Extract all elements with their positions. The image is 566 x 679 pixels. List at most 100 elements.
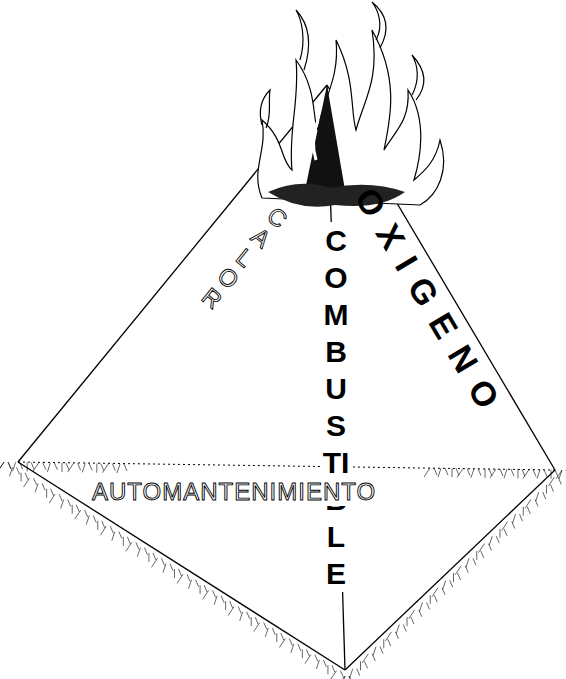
grass-tick: [276, 633, 277, 642]
grass-tick: [240, 612, 243, 621]
fuel-label: COMBUSTIBLE: [321, 222, 351, 592]
grass-tick: [31, 462, 34, 469]
grass-tick: [357, 669, 360, 676]
grass-tick: [350, 669, 353, 678]
grass-tick: [427, 602, 430, 609]
grass-tick: [452, 468, 453, 477]
back-edge: [18, 462, 555, 470]
grass-tick: [471, 469, 474, 478]
grass-tick: [340, 671, 343, 678]
grass-tick: [467, 469, 470, 476]
flames: [258, 2, 444, 205]
grass-tick: [93, 516, 96, 523]
grass-tick: [555, 470, 558, 477]
grass-tick: [323, 660, 326, 667]
grass-tick: [411, 617, 414, 624]
grass-tick: [34, 478, 37, 485]
grass-tick: [124, 464, 127, 471]
grass-tick: [349, 676, 352, 679]
grass-tick: [126, 542, 132, 551]
grass-tick: [221, 596, 224, 603]
grass-tick: [254, 623, 260, 632]
grass-tick: [546, 485, 547, 494]
grass-tick: [536, 492, 539, 501]
grass-tick: [76, 505, 79, 512]
grass-tick: [544, 470, 547, 477]
grass-tick: [59, 494, 62, 501]
grass-tick: [25, 473, 28, 480]
grass-tick: [89, 463, 92, 470]
grass-tick: [485, 469, 486, 478]
grass-tick: [136, 542, 139, 549]
grass-tick: [496, 536, 499, 543]
oxygen-label: OXIGENO: [347, 181, 516, 428]
grass-tick: [72, 505, 73, 514]
grass-tick: [424, 468, 430, 477]
grass-tick: [238, 606, 241, 613]
grass-tick: [504, 529, 507, 536]
grass-tick: [187, 574, 190, 581]
grass-tick: [112, 532, 115, 541]
grass-tick: [46, 489, 47, 498]
grass-tick: [66, 463, 69, 470]
grass-tick: [388, 639, 391, 646]
grass-tick: [153, 553, 156, 560]
grass-tick: [49, 494, 55, 503]
grass-tick: [148, 553, 149, 562]
grass-tick: [523, 507, 524, 516]
grass-tick: [306, 649, 309, 656]
grass-tick: [511, 469, 514, 476]
grass-tick: [33, 463, 39, 472]
grass-tick: [445, 468, 448, 475]
grass-tick: [86, 516, 89, 525]
grass-tick: [535, 499, 538, 506]
grass-tick: [419, 610, 422, 617]
grass-tick: [62, 463, 63, 472]
grass-tick: [489, 536, 492, 545]
grass-tick: [380, 647, 383, 654]
grass-tick: [434, 595, 437, 602]
grass-tick: [225, 601, 226, 610]
grass-tick: [8, 462, 11, 469]
grass-tick: [78, 463, 81, 470]
grass-tick: [35, 483, 38, 492]
charred-tip: [305, 85, 345, 190]
grass-tick: [456, 468, 459, 475]
grass-tick: [42, 483, 45, 490]
grass-tick: [305, 655, 311, 664]
grass-tick: [349, 676, 352, 679]
grass-tick: [255, 617, 258, 624]
grass-tick: [127, 537, 130, 544]
grass-tick: [457, 469, 463, 478]
grass-tick: [520, 514, 523, 521]
grass-tick: [551, 485, 554, 492]
grass-tick: [161, 558, 164, 565]
grass-tick: [450, 580, 453, 587]
grass-tick: [47, 463, 50, 472]
grass-tick: [362, 654, 368, 663]
grass-tick: [330, 671, 336, 679]
grass-tick: [396, 632, 399, 639]
grass-tick: [144, 548, 147, 555]
grass-tick: [453, 573, 454, 582]
grass-tick: [117, 464, 120, 473]
grass-tick: [51, 489, 54, 496]
grass-tick: [504, 469, 507, 478]
grass-tick: [196, 580, 199, 587]
grass-tick: [68, 463, 74, 472]
grass-tick: [407, 617, 408, 626]
grass-tick: [558, 477, 561, 484]
grass-tick: [473, 558, 476, 565]
grass-tick: [302, 649, 303, 658]
grass-tick: [204, 585, 207, 592]
grass-tick: [279, 639, 285, 648]
grass-tick: [82, 463, 85, 472]
grass-tick: [476, 551, 477, 560]
grass-tick: [513, 514, 516, 523]
grass-tick: [523, 470, 529, 479]
grass-tick: [264, 623, 267, 630]
grass-tick: [21, 473, 22, 482]
grass-tick: [272, 628, 275, 635]
grass-tick: [522, 469, 525, 476]
grass-tick: [102, 521, 105, 528]
